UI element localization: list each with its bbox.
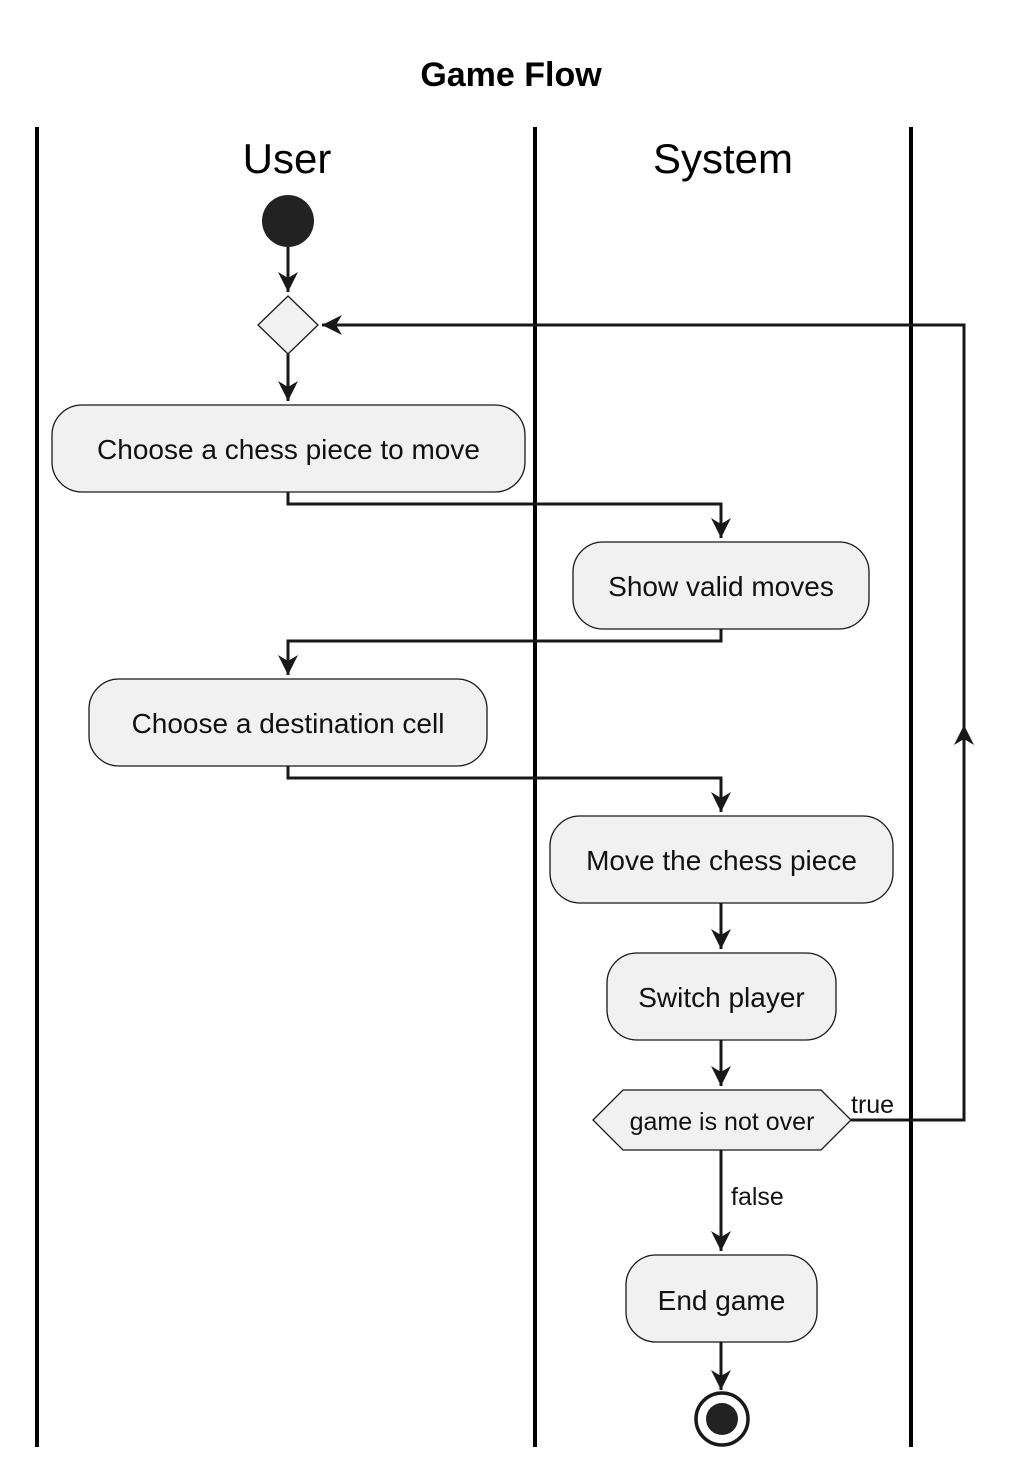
arrowhead	[711, 518, 731, 538]
arrowhead	[711, 1231, 731, 1251]
arrowhead	[711, 792, 731, 812]
end-node	[694, 1391, 750, 1447]
arrowhead	[954, 725, 974, 745]
arrowhead	[711, 1066, 731, 1086]
activity-choose-destination: Choose a destination cell	[88, 678, 488, 767]
activity-label: Choose a chess piece to move	[97, 434, 480, 465]
flow-choose-destination-to-move-piece	[286, 766, 723, 812]
diagram-title: Game Flow	[420, 56, 602, 94]
decision-game-over: game is not over	[592, 1089, 852, 1151]
activity-label: End game	[658, 1285, 786, 1316]
merge-diamond	[257, 295, 319, 355]
arrowhead	[278, 655, 298, 675]
activity-show-moves: Show valid moves	[572, 541, 870, 630]
activity-label: Switch player	[638, 982, 805, 1013]
lane-header-user: User	[243, 135, 332, 182]
activity-label: Show valid moves	[608, 571, 834, 602]
arrowhead	[278, 381, 298, 401]
edge-label-true: true	[851, 1091, 894, 1119]
end-node-core	[706, 1403, 738, 1435]
arrowhead	[711, 929, 731, 949]
arrowhead	[322, 315, 342, 335]
activity-label: Choose a destination cell	[132, 708, 445, 739]
start-node	[262, 195, 314, 247]
flow-show-moves-to-choose-destination	[286, 629, 723, 675]
flow-choose-piece-to-show-moves	[286, 492, 723, 538]
arrowhead	[278, 272, 298, 292]
flow-decision-true-loop-back	[322, 323, 966, 1122]
activity-choose-piece: Choose a chess piece to move	[51, 404, 526, 493]
arrowhead	[711, 1370, 731, 1390]
decision-hexagon	[592, 1089, 852, 1151]
lane-header-system: System	[653, 135, 793, 182]
activity-end-game: End game	[625, 1254, 818, 1343]
edge-label-false: false	[731, 1183, 784, 1211]
decision-condition: game is not over	[630, 1108, 815, 1136]
activity-label: Move the chess piece	[586, 845, 857, 876]
activity-switch-player: Switch player	[606, 952, 837, 1041]
activity-move-piece: Move the chess piece	[549, 815, 894, 904]
